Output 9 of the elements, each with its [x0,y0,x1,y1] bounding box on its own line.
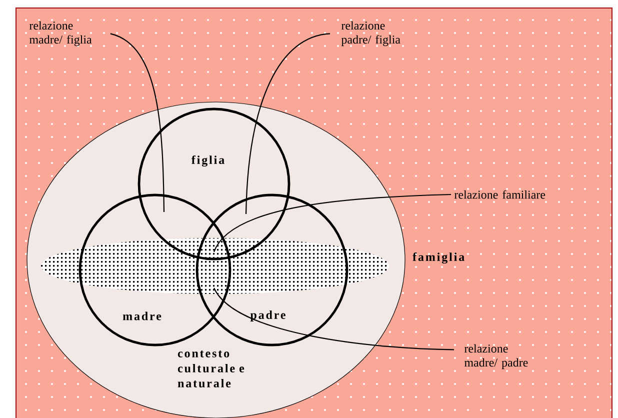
leader-text: relazione familiare [454,190,546,199]
leader-text: relazione madre/ padre [464,344,528,370]
leader-line [110,33,165,212]
leader-line [245,33,330,214]
node-label: famiglia [412,252,464,264]
leader-text: relazione madre/ figlia [29,21,92,46]
leader-line [214,194,452,252]
leader-line [214,288,454,350]
leader-text: relazione padre/ figlia [341,21,400,46]
